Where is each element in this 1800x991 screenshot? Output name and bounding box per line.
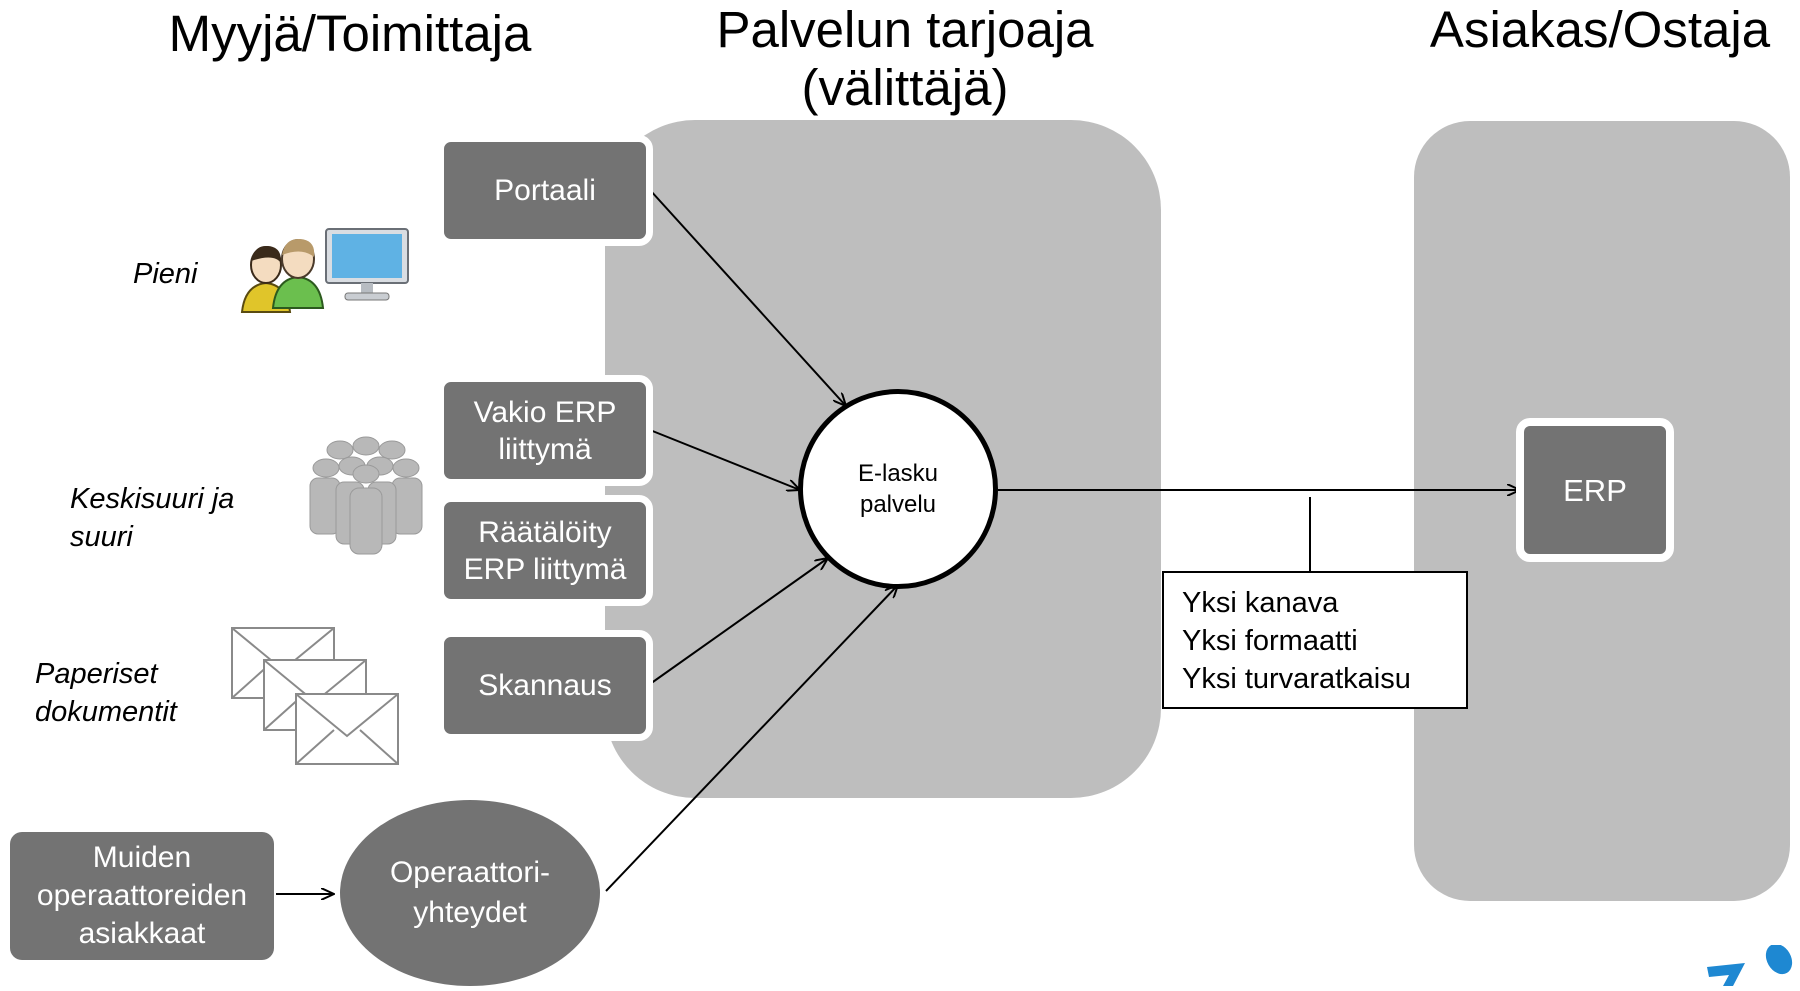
- operator-connections-line1: Operaattori-: [389, 856, 551, 889]
- segment-paper-documents-line2: dokumentit: [35, 696, 177, 728]
- heading-service-provider-line1: Palvelun tarjoaja: [716, 1, 1094, 58]
- channel-custom-erp-line2: ERP liittymä: [463, 552, 627, 586]
- buyer-erp-label: ERP: [1563, 472, 1627, 508]
- e-invoice-service-node: E-lasku palvelu: [798, 389, 998, 589]
- heading-seller: Myyjä/Toimittaja: [168, 5, 532, 62]
- segment-small: Pieni: [133, 258, 198, 290]
- other-operators-line1: Muiden: [92, 841, 192, 874]
- arrow-operators-to-service: [605, 585, 898, 892]
- envelopes-icon: [230, 626, 402, 768]
- logo-icon: [1705, 943, 1800, 986]
- operator-connections-line2: yhteydet: [413, 896, 527, 929]
- arrow-standard-erp-to-service: [649, 429, 800, 490]
- channel-portal: Portaali: [437, 135, 653, 246]
- segment-paper-documents: Paperiset dokumentit: [35, 655, 177, 731]
- channel-standard-erp-line1: Vakio ERP: [473, 395, 617, 429]
- e-invoice-service-line2: palvelu: [859, 491, 937, 518]
- heading-service-provider-line2: (välittäjä): [801, 59, 1009, 116]
- channel-scanning: Skannaus: [437, 630, 653, 741]
- channel-custom-erp-line1: Räätälöity: [478, 515, 612, 549]
- buyer-erp-box: ERP: [1516, 418, 1674, 562]
- operator-connections-node: Operaattori- yhteydet: [340, 800, 600, 986]
- heading-service-provider: Palvelun tarjoaja (välittäjä): [680, 1, 1130, 117]
- benefit-one-format: Yksi formaatti: [1182, 625, 1358, 657]
- segment-medium-large-line2: suuri: [70, 521, 133, 553]
- channel-scanning-label: Skannaus: [478, 669, 612, 702]
- e-invoice-service-line1: E-lasku: [857, 460, 939, 487]
- segment-paper-documents-line1: Paperiset: [35, 658, 158, 690]
- heading-buyer: Asiakas/Ostaja: [1429, 1, 1771, 58]
- channel-portal-label: Portaali: [494, 174, 596, 207]
- users-computer-icon: [240, 225, 415, 315]
- channel-standard-erp-line2: liittymä: [498, 432, 592, 466]
- channel-standard-erp: Vakio ERP liittymä: [437, 375, 653, 486]
- benefit-one-security: Yksi turvaratkaisu: [1182, 663, 1411, 695]
- arrow-scanning-to-service: [649, 558, 828, 685]
- arrow-portal-to-service: [649, 189, 846, 406]
- benefits-box: Yksi kanava Yksi formaatti Yksi turvarat…: [1162, 571, 1468, 709]
- segment-medium-large-line1: Keskisuuri ja: [70, 483, 235, 515]
- segment-medium-large: Keskisuuri ja suuri: [70, 480, 234, 556]
- other-operators-customers: Muiden operaattoreiden asiakkaat: [10, 832, 274, 960]
- other-operators-line3: asiakkaat: [78, 917, 206, 950]
- other-operators-line2: operaattoreiden: [36, 879, 248, 912]
- group-icon: [306, 436, 424, 556]
- channel-custom-erp: Räätälöity ERP liittymä: [437, 495, 653, 606]
- benefit-one-channel: Yksi kanava: [1182, 587, 1339, 619]
